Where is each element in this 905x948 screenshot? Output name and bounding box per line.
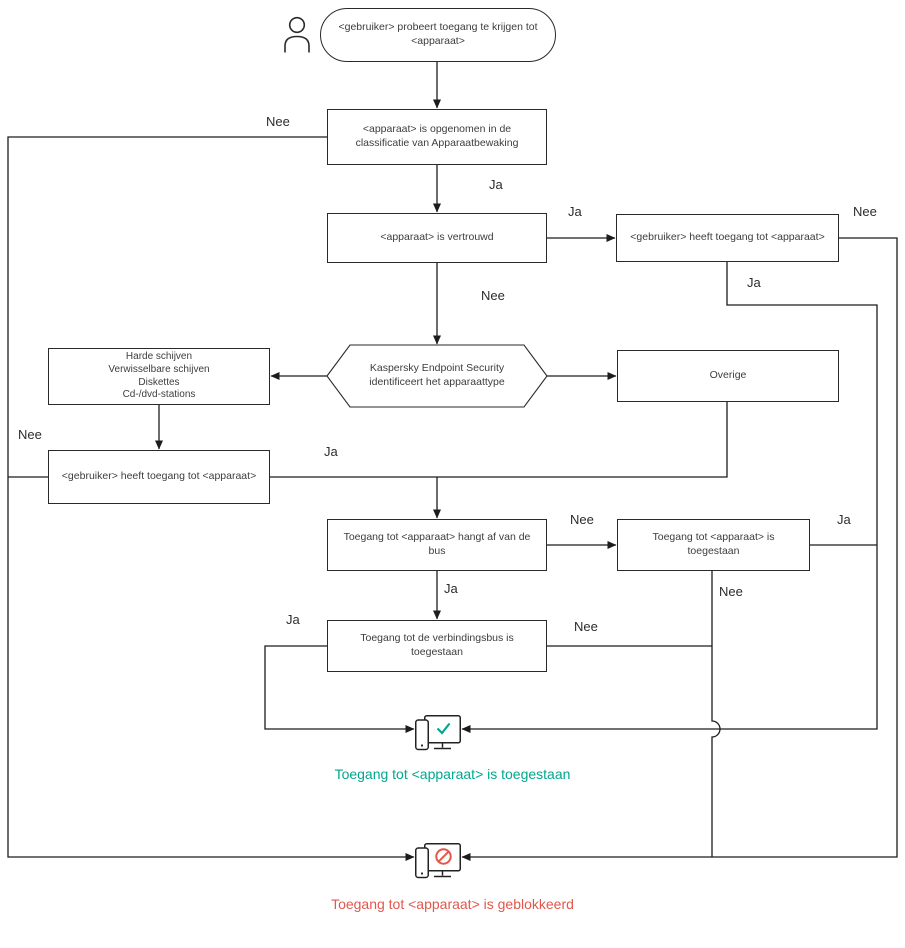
- edge-label-nee-access-allowed: Nee: [719, 584, 743, 599]
- prohibited-icon: [435, 848, 452, 865]
- other-node: Overige: [617, 350, 839, 402]
- decision-hexagon: [326, 344, 548, 408]
- edge-bus-allowed-ja: [264, 645, 415, 733]
- edge-label-ja-trusted: Ja: [568, 204, 582, 219]
- edge-label-nee-bus: Nee: [570, 512, 594, 527]
- device-list-node: Harde schijven Verwisselbare schijven Di…: [48, 348, 270, 405]
- edge-label-ja-classification: Ja: [489, 177, 503, 192]
- classification-node: <apparaat> is opgenomen in de classifica…: [327, 109, 547, 165]
- bus-allowed-node: Toegang tot de verbindingsbus is toegest…: [327, 620, 547, 672]
- edge-label-ja-bus-allowed: Ja: [286, 612, 300, 627]
- user-access-right-node: <gebruiker> heeft toegang tot <apparaat>: [616, 214, 839, 262]
- edge-label-ja-user-access-right: Ja: [747, 275, 761, 290]
- edge-label-nee-user-access-right: Nee: [853, 204, 877, 219]
- edge-label-nee-classification: Nee: [266, 114, 290, 129]
- edge-label-ja-user-access-left: Ja: [324, 444, 338, 459]
- start-node: <gebruiker> probeert toegang te krijgen …: [320, 8, 556, 62]
- edge-label-nee-trusted: Nee: [481, 288, 505, 303]
- computer-with-prohibited-icon: [415, 843, 461, 879]
- allowed-outcome-label: Toegang tot <apparaat> is toegestaan: [334, 766, 571, 782]
- edge-other-down: [437, 402, 728, 478]
- check-icon: [436, 722, 451, 735]
- edge-label-ja-bus: Ja: [444, 581, 458, 596]
- edge-user-access-right-ja: [461, 262, 878, 733]
- computer-with-check-icon: [415, 715, 461, 751]
- edge-access-allowed-nee: [711, 571, 721, 857]
- edge-user-access-right-nee: [461, 237, 898, 861]
- user-access-left-node: <gebruiker> heeft toegang tot <apparaat>: [48, 450, 270, 504]
- trusted-node: <apparaat> is vertrouwd: [327, 213, 547, 263]
- identify-type-node: Kaspersky Endpoint Security identificeer…: [369, 362, 505, 388]
- edge-label-ja-access-allowed: Ja: [837, 512, 851, 527]
- bus-dependent-node: Toegang tot <apparaat> hangt af van de b…: [327, 519, 547, 571]
- edge-label-nee-user-access-left: Nee: [18, 427, 42, 442]
- user-icon: [284, 16, 310, 53]
- access-allowed-node: Toegang tot <apparaat> is toegestaan: [617, 519, 810, 571]
- edge-label-nee-bus-allowed: Nee: [574, 619, 598, 634]
- blocked-outcome-label: Toegang tot <apparaat> is geblokkeerd: [331, 896, 574, 912]
- edge-classification-nee-to-blocked: [7, 136, 415, 861]
